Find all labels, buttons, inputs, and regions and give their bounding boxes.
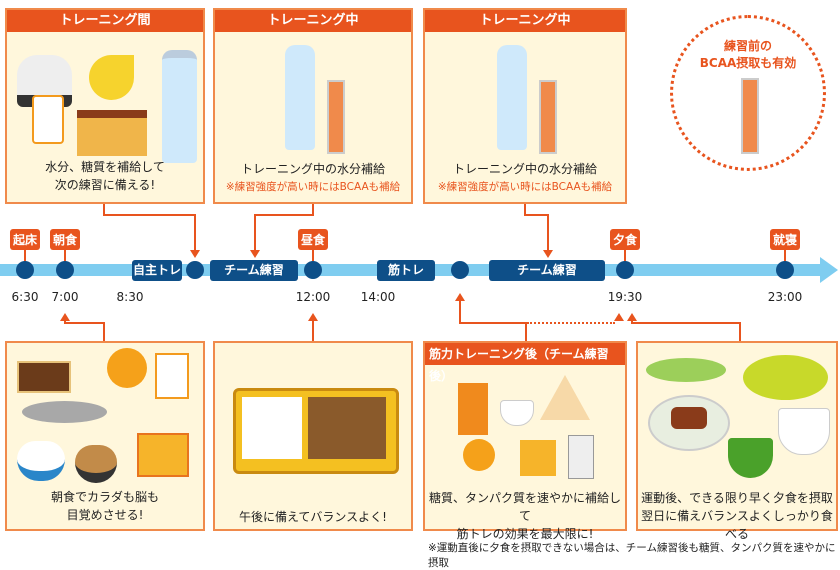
panel-lunch: 午後に備えてバランスよく! [213, 341, 413, 531]
panel-header: トレーニング中 [425, 10, 625, 32]
time-label: 23:00 [767, 290, 803, 304]
event-label-dinner: 夕食 [609, 229, 641, 250]
timeline-dot [451, 261, 469, 279]
activity-team-practice: チーム練習 [489, 260, 605, 281]
timeline-dot [56, 261, 74, 279]
kiwi-yogurt-icon [778, 408, 830, 455]
timeline-dot [186, 261, 204, 279]
castella-cake-icon [77, 110, 147, 156]
orange-icon [107, 348, 147, 388]
panel-header: 筋力トレーニング後（チーム練習後） [425, 343, 625, 383]
activity-strength-training: 筋トレ [377, 260, 435, 281]
time-label: 8:30 [116, 290, 144, 304]
water-bottle-icon [285, 45, 315, 150]
time-label: 14:00 [360, 290, 396, 304]
jelly-drink-icon [568, 435, 594, 479]
timeline-dot [616, 261, 634, 279]
bcaa-stick-icon [539, 80, 557, 154]
time-label: 12:00 [295, 290, 331, 304]
bcaa-circle: 練習前の BCAA摂取も有効 [670, 15, 826, 171]
bcaa-stick-icon [741, 78, 759, 154]
natto-icon [17, 361, 71, 393]
panel-note: ※練習強度が高い時にはBCAAも補給 [437, 181, 613, 193]
energy-bar-icon [137, 433, 189, 477]
circle-text: 練習前の [723, 39, 772, 53]
salad-plate-icon [743, 355, 828, 400]
time-label: 7:00 [51, 290, 79, 304]
panel-text: 目覚めさせる! [66, 508, 144, 522]
panel-text: トレーニング中の水分補給 [452, 162, 597, 176]
water-bottle-icon [497, 45, 527, 150]
miso-soup-icon [75, 445, 117, 483]
panel-text: トレーニング中の水分補給 [240, 162, 385, 176]
bcaa-stick-icon [327, 80, 345, 154]
activity-team-practice: チーム練習 [210, 260, 298, 281]
yogurt-icon [500, 400, 534, 426]
panel-note: ※練習強度が高い時にはBCAAも補給 [225, 181, 401, 193]
meat-plate-icon [648, 395, 730, 451]
panel-text: 次の練習に備える! [54, 178, 156, 192]
timeline-dot [16, 261, 34, 279]
panel-between-training: トレーニング間 水分、糖質を補給して次の練習に備える! [5, 8, 205, 204]
orange-icon [463, 439, 495, 471]
panel-text: 午後に備えてバランスよく! [239, 510, 387, 524]
event-label-sleep: 就寝 [769, 229, 801, 250]
panel-dinner: 運動後、できる限り早く夕食を摂取翌日に備えバランスよくしっかり食べる [636, 341, 838, 541]
rice-bowl-icon [17, 441, 65, 481]
panel-text: 運動後、できる限り早く夕食を摂取 [641, 491, 833, 505]
soup-bowl-icon [728, 438, 773, 478]
grilled-fish-icon [22, 401, 107, 423]
jelly-drink-icon [32, 95, 64, 144]
bento-box-icon [233, 388, 399, 474]
panel-during-training-2: トレーニング中 トレーニング中の水分補給 ※練習強度が高い時にはBCAAも補給 [423, 8, 627, 204]
panel-text: 翌日に備えバランスよくしっかり食べる [641, 509, 833, 541]
time-label: 6:30 [11, 290, 39, 304]
panel-text: 糖質、タンパク質を速やかに補給して [428, 491, 621, 523]
panel-text: 朝食でカラダも脳も [50, 490, 159, 504]
sandwich-icon [540, 375, 590, 420]
event-label-wake: 起床 [9, 229, 41, 250]
salad-icon [646, 358, 726, 382]
panel-header: トレーニング中 [215, 10, 411, 32]
timeline-dot [776, 261, 794, 279]
panel-header: トレーニング間 [7, 10, 203, 32]
event-label-lunch: 昼食 [297, 229, 329, 250]
activity-self-training: 自主トレ [132, 260, 182, 281]
jelly-drink-icon [155, 353, 189, 399]
energy-bar-icon [520, 440, 556, 476]
footnote: ※運動直後に夕食を摂取できない場合は、チーム練習後も糖質、タンパク質を速やかに摂… [428, 542, 836, 569]
circle-text: BCAA摂取も有効 [699, 56, 797, 70]
orange-juice-icon [458, 383, 488, 435]
panel-during-training-1: トレーニング中 トレーニング中の水分補給 ※練習強度が高い時にはBCAAも補給 [213, 8, 413, 204]
water-bottle-icon [162, 50, 197, 163]
timeline-dot [304, 261, 322, 279]
panel-text: 筋トレの効果を最大限に! [456, 527, 594, 541]
time-label: 19:30 [607, 290, 643, 304]
panel-breakfast: 朝食でカラダも脳も目覚めさせる! [5, 341, 205, 531]
banana-icon [89, 55, 134, 100]
panel-after-strength: 筋力トレーニング後（チーム練習後） 糖質、タンパク質を速やかに補給して筋トレの効… [423, 341, 627, 541]
timeline-arrow-icon [820, 257, 838, 283]
panel-text: 水分、糖質を補給して [45, 160, 165, 174]
event-label-breakfast: 朝食 [49, 229, 81, 250]
